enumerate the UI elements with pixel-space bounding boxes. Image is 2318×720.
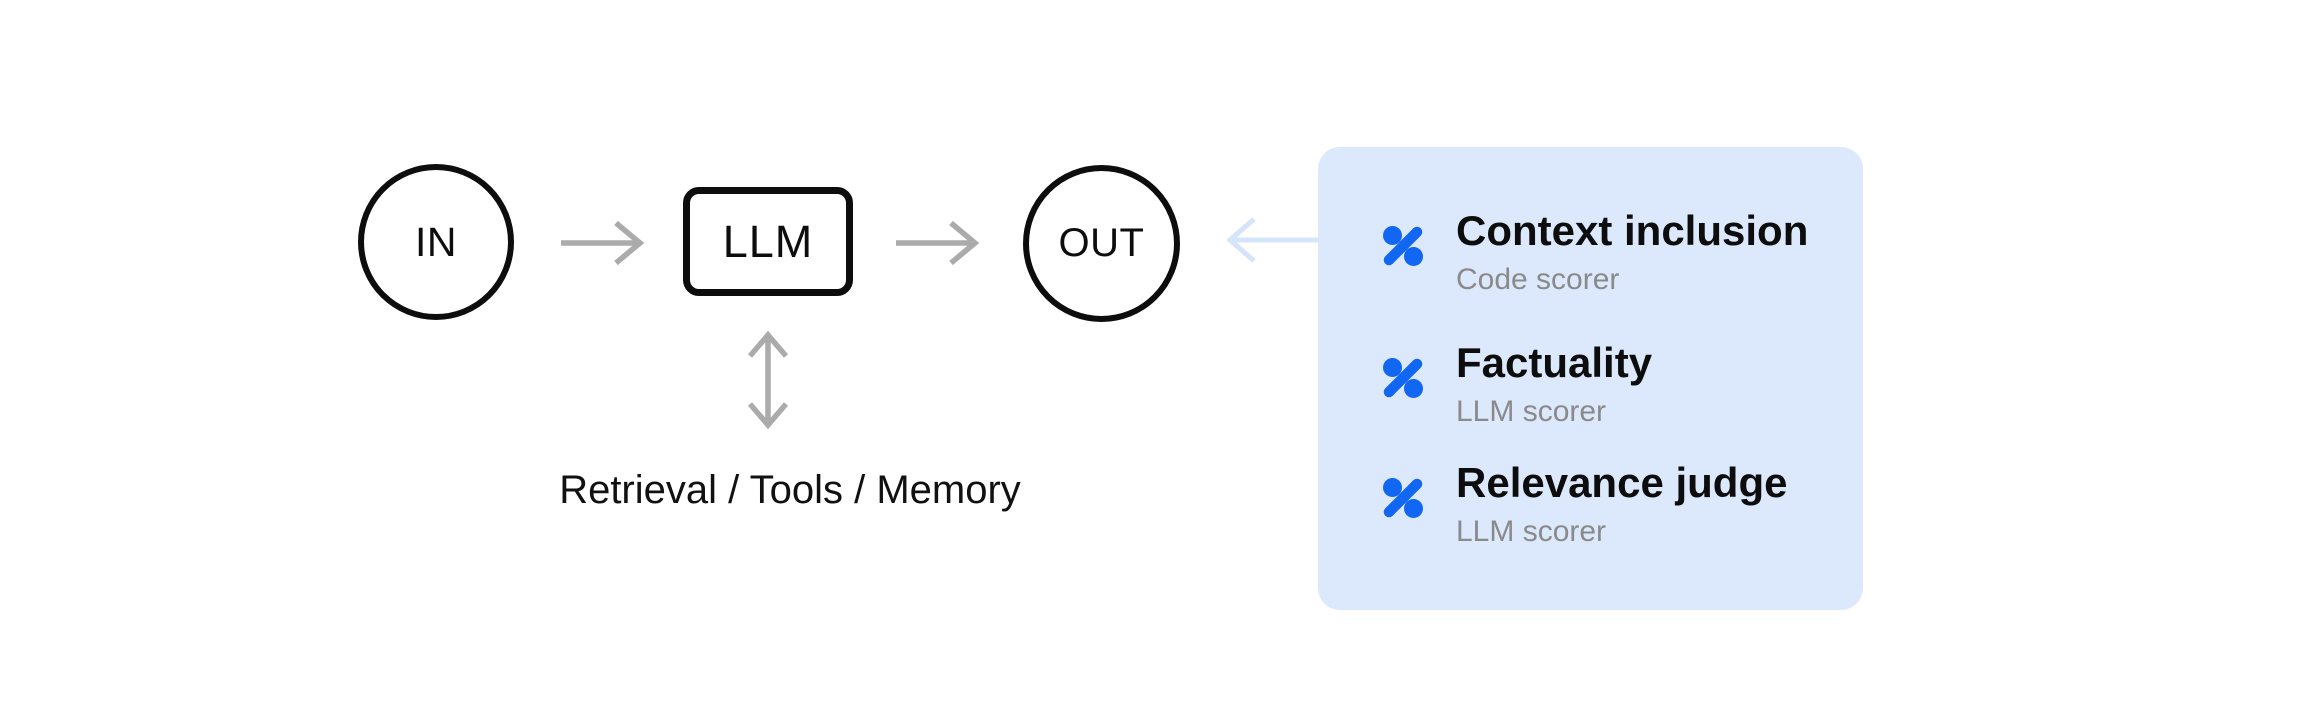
scorers-panel: Context inclusion Code scorer Factuality… — [1318, 147, 1863, 610]
scorer-title: Factuality — [1456, 339, 1653, 386]
percent-icon — [1383, 358, 1423, 398]
node-llm: LLM — [683, 187, 853, 296]
scorer-title: Relevance judge — [1456, 459, 1788, 506]
scorer-item-context-inclusion: Context inclusion Code scorer — [1380, 205, 1808, 300]
arrow-left-light-icon — [1226, 217, 1320, 263]
arrow-right-icon — [561, 220, 645, 266]
node-input: IN — [358, 164, 514, 320]
scorer-text: Relevance judge LLM scorer — [1456, 457, 1787, 552]
scorer-text: Factuality LLM scorer — [1456, 337, 1652, 432]
percent-icon — [1383, 478, 1423, 518]
arrow-right-icon — [896, 220, 980, 266]
augmentation-label: Retrieval / Tools / Memory — [559, 468, 1021, 512]
scorer-subtitle: LLM scorer — [1456, 515, 1607, 548]
percent-icon — [1383, 226, 1423, 266]
scorer-subtitle: LLM scorer — [1456, 395, 1607, 428]
node-input-label: IN — [415, 218, 457, 265]
scorer-text: Context inclusion Code scorer — [1456, 205, 1808, 300]
node-llm-label: LLM — [722, 215, 814, 267]
scorer-item-factuality: Factuality LLM scorer — [1380, 337, 1652, 432]
scorer-item-relevance-judge: Relevance judge LLM scorer — [1380, 457, 1787, 552]
scorer-title: Context inclusion — [1456, 207, 1809, 254]
arrow-updown-icon — [747, 331, 789, 429]
scorer-subtitle: Code scorer — [1456, 263, 1620, 296]
node-output: OUT — [1023, 165, 1180, 322]
node-output-label: OUT — [1058, 221, 1145, 265]
